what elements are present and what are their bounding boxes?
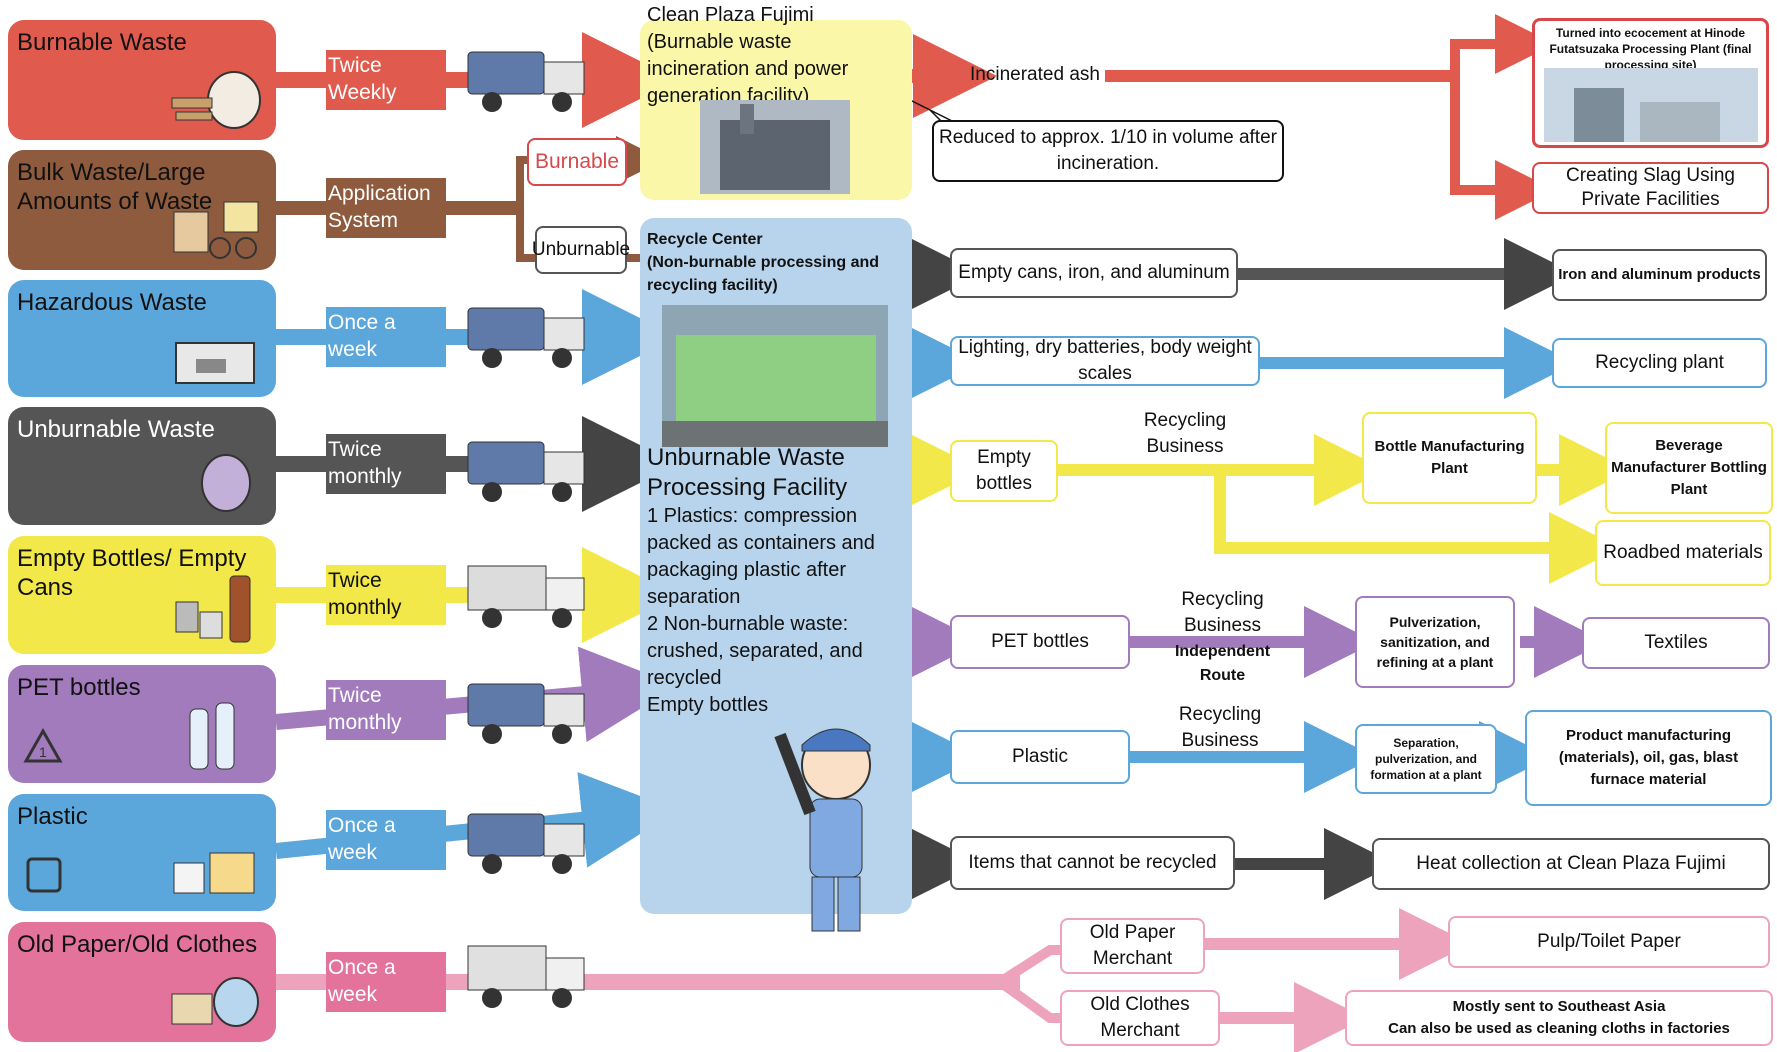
processing-plant-image	[1544, 68, 1758, 142]
ecocement-label: Turned into ecocement at Hinode Futatsuz…	[1549, 26, 1752, 72]
garbage-truck-icon	[467, 813, 585, 874]
plastic-process-box: Separation, pulverization, and formation…	[1355, 724, 1497, 794]
category-label: Old Paper/Old Clothes	[17, 931, 258, 958]
garbage-truck-icon	[467, 51, 585, 112]
old-paper-merchant-box: Old Paper Merchant	[1060, 918, 1205, 974]
southeast-asia-line1: Mostly sent to Southeast Asia	[1452, 998, 1666, 1015]
hazard-box-icon	[175, 342, 255, 384]
old-clothes-merchant-box: Old Clothes Merchant	[1060, 990, 1220, 1046]
clean-plaza-subtitle: (Burnable waste incineration and power g…	[647, 31, 849, 107]
frequency-label: Twice monthly	[326, 565, 446, 625]
category-pet-bottles: PET bottles 1	[8, 665, 276, 783]
southeast-asia-box: Mostly sent to Southeast Asia Can also b…	[1345, 990, 1773, 1046]
worker-mascot-icon	[774, 728, 871, 932]
pulp-box: Pulp/Toilet Paper	[1448, 916, 1770, 968]
clean-plaza-title: Clean Plaza Fujimi	[647, 4, 814, 26]
bottles-cans-icon	[175, 575, 251, 643]
category-plastic: Plastic	[8, 794, 276, 911]
category-unburnable-waste: Unburnable Waste	[8, 407, 276, 525]
slag-box: Creating Slag Using Private Facilities	[1532, 162, 1769, 214]
category-label: Bulk Waste/Large Amounts of Waste	[17, 159, 213, 215]
garbage-truck-icon	[467, 683, 585, 744]
frequency-label: Twice monthly	[326, 434, 446, 494]
svg-text:1: 1	[39, 744, 47, 760]
flatbed-truck-icon	[467, 565, 585, 628]
recycling-plant-box: Recycling plant	[1552, 338, 1767, 388]
frequency-label: Application System	[326, 178, 446, 238]
bottles-route-label: Recycling Business	[1143, 410, 1227, 457]
recycle-center-subtitle: (Non-burnable processing and recycling f…	[647, 254, 880, 294]
bulk-unburnable-branch: Unburnable	[532, 226, 630, 274]
bottle-plant-box: Bottle Manufacturing Plant	[1362, 412, 1537, 504]
category-label: Hazardous Waste	[17, 289, 207, 316]
recycle-center-building-image	[662, 305, 888, 447]
category-label: PET bottles	[17, 674, 141, 701]
plastic-product-box: Product manufacturing (materials), oil, …	[1525, 710, 1772, 806]
incinerator-building-image	[700, 100, 850, 194]
plastic-mark-icon	[26, 857, 62, 893]
category-label: Burnable Waste	[17, 29, 187, 56]
category-label: Unburnable Waste	[17, 416, 215, 443]
frequency-label: Once a week	[326, 952, 446, 1012]
textiles-box: Textiles	[1582, 617, 1770, 669]
plastic-containers-icon	[173, 852, 255, 894]
category-bulk-waste: Bulk Waste/Large Amounts of Waste	[8, 150, 276, 270]
beverage-plant-box: Beverage Manufacturer Bottling Plant	[1605, 422, 1773, 514]
pet-route-label: Recycling Business	[1181, 589, 1264, 636]
frequency-label: Twice monthly	[326, 680, 446, 740]
heat-collection-box: Heat collection at Clean Plaza Fujimi	[1372, 838, 1770, 890]
volume-reduction-callout: Reduced to approx. 1/10 in volume after …	[932, 120, 1284, 182]
recycle-center-title: Recycle Center	[647, 231, 763, 248]
plastic-route-label: Recycling Business	[1178, 704, 1262, 751]
garbage-truck-icon	[467, 307, 585, 368]
cans-output-box: Empty cans, iron, and aluminum	[950, 248, 1238, 298]
roadbed-box: Roadbed materials	[1595, 520, 1771, 586]
incinerated-ash-label: Incinerated ash	[970, 64, 1100, 85]
flatbed-truck-icon	[467, 945, 585, 1008]
recycle-symbol-icon: 1	[23, 727, 63, 763]
category-empty-bottles-cans: Empty Bottles/ Empty Cans	[8, 536, 276, 654]
bulk-burnable-branch: Burnable	[527, 138, 627, 186]
category-old-paper-clothes: Old Paper/Old Clothes	[8, 922, 276, 1042]
recycle-center-description: 1 Plastics: compression packed as contai…	[647, 505, 875, 716]
plastic-output-box: Plastic	[950, 730, 1130, 784]
trash-bag-icon	[171, 71, 261, 129]
empty-bottles-box: Empty bottles	[950, 440, 1058, 502]
southeast-asia-line2: Can also be used as cleaning cloths in f…	[1388, 1020, 1730, 1037]
category-label: Plastic	[17, 803, 88, 830]
frequency-label: Twice Weekly	[326, 50, 446, 110]
furniture-icon	[173, 201, 259, 259]
pet-process-box: Pulverization, sanitization, and refinin…	[1355, 596, 1515, 688]
garbage-truck-icon	[467, 441, 585, 502]
nonrecyclable-box: Items that cannot be recycled	[950, 836, 1235, 890]
pet-bottles-icon	[189, 702, 235, 770]
category-burnable-waste: Burnable Waste	[8, 20, 276, 140]
lighting-output-box: Lighting, dry batteries, body weight sca…	[950, 336, 1260, 386]
category-label: Empty Bottles/ Empty Cans	[17, 545, 247, 601]
unburnable-facility-title: Unburnable Waste Processing Facility	[647, 444, 848, 501]
pet-output-box: PET bottles	[950, 615, 1130, 669]
frequency-label: Once a week	[326, 810, 446, 870]
trash-bag-icon	[201, 454, 251, 512]
pet-independent-route-label: Independent Route	[1174, 643, 1271, 684]
iron-aluminum-products-box: Iron and aluminum products	[1552, 249, 1767, 301]
category-hazardous-waste: Hazardous Waste	[8, 280, 276, 397]
frequency-label: Once a week	[326, 307, 446, 367]
paper-clothes-icon	[171, 977, 259, 1027]
